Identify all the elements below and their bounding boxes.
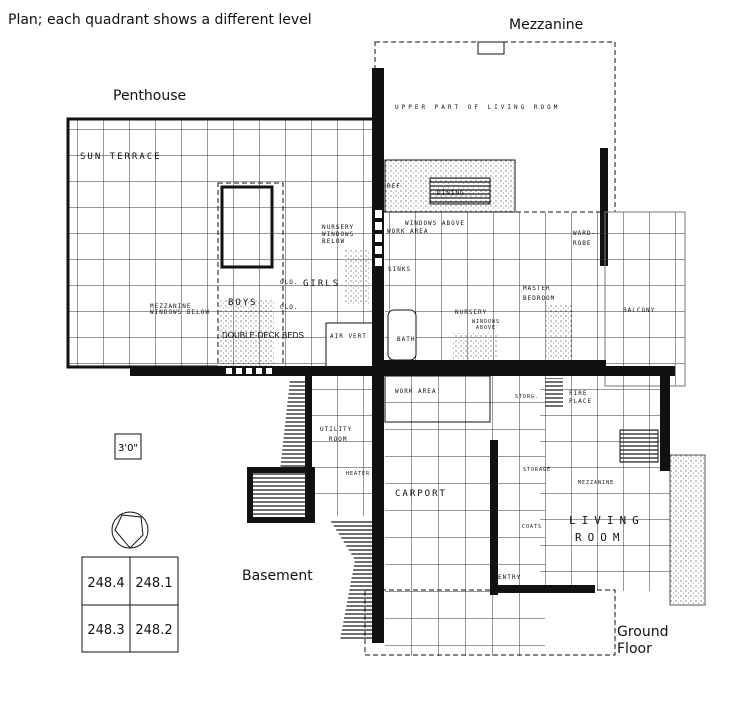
ground-floor-area bbox=[364, 375, 706, 656]
scale-label: 3'0" bbox=[118, 443, 138, 454]
legend-cell: 248.3 bbox=[87, 623, 124, 638]
plan-title: Plan; each quadrant shows a different le… bbox=[8, 12, 312, 28]
room-label: WINDOWS bbox=[472, 319, 500, 325]
level-label-floor: Floor bbox=[617, 641, 652, 657]
room-label: BEDROOM bbox=[523, 295, 555, 302]
level-label-mezzanine: Mezzanine bbox=[509, 17, 583, 33]
room-label: ABOVE bbox=[476, 325, 496, 331]
room-labels: SUN TERRACE NURSERY WINDOWS BELOW CLO. C… bbox=[80, 104, 655, 581]
room-label: FIRE bbox=[569, 390, 587, 397]
room-label: ROBE bbox=[573, 240, 591, 247]
room-label: ROOM bbox=[329, 436, 347, 443]
room-label: UPPER PART OF LIVING ROOM bbox=[395, 104, 560, 111]
mezzanine-area bbox=[374, 41, 686, 387]
room-label: WINDOWS bbox=[322, 231, 354, 238]
legend-cell: 248.4 bbox=[87, 576, 124, 591]
room-label: PLACE bbox=[569, 398, 592, 405]
room-label: HEATER bbox=[346, 471, 370, 477]
legend-cell: 248.1 bbox=[135, 576, 172, 591]
room-label: MASTER bbox=[523, 285, 551, 292]
room-label: BOYS bbox=[228, 298, 258, 308]
room-label: STORAGE bbox=[523, 467, 551, 473]
walls bbox=[130, 68, 675, 643]
room-label: MEZZANINE bbox=[578, 480, 614, 486]
room-label: AIR VERT bbox=[330, 333, 367, 340]
room-label: REF bbox=[387, 183, 401, 190]
room-label: WORK AREA bbox=[395, 388, 437, 395]
level-label-ground: Ground bbox=[617, 624, 669, 640]
basement-area bbox=[247, 376, 380, 640]
level-label-penthouse: Penthouse bbox=[113, 88, 186, 104]
room-label: CLO. bbox=[280, 279, 298, 286]
legend-cell: 248.2 bbox=[135, 623, 172, 638]
room-label: CLO. bbox=[280, 304, 298, 311]
level-label-basement: Basement bbox=[242, 568, 313, 584]
scale-box bbox=[114, 433, 142, 460]
room-label: WORK AREA bbox=[387, 228, 429, 235]
room-label: BATH bbox=[397, 336, 415, 343]
level-legend-table: 248.4 248.1 248.3 248.2 bbox=[81, 556, 179, 653]
room-label: WINDOWS ABOVE bbox=[405, 220, 465, 227]
room-label: MEZZANINE bbox=[150, 303, 192, 310]
compass-icon bbox=[111, 511, 149, 549]
room-label: ROOM bbox=[575, 531, 626, 544]
room-label: DOUBLE-DECK BEDS bbox=[222, 331, 304, 340]
room-label: NURSERY bbox=[322, 224, 354, 231]
room-label: CARPORT bbox=[395, 489, 447, 499]
room-label: LIVING bbox=[569, 514, 645, 527]
room-label: COATS bbox=[522, 524, 542, 530]
sun-terrace-area bbox=[66, 117, 378, 369]
room-label: GIRLS bbox=[303, 279, 340, 289]
room-label: SINKS bbox=[388, 266, 411, 273]
room-label: SUN TERRACE bbox=[80, 152, 162, 162]
room-label: ENTRY bbox=[498, 574, 521, 581]
room-label: WARD- bbox=[573, 230, 596, 237]
room-label: WINDOWS BELOW bbox=[150, 309, 210, 316]
room-label: NURSERY bbox=[455, 309, 487, 316]
room-label: BELOW bbox=[322, 238, 345, 245]
room-label: STORG. bbox=[515, 394, 539, 400]
room-label: BALCONY bbox=[623, 307, 655, 314]
room-label: UTILITY bbox=[320, 426, 352, 433]
room-label: DINING bbox=[437, 190, 465, 197]
